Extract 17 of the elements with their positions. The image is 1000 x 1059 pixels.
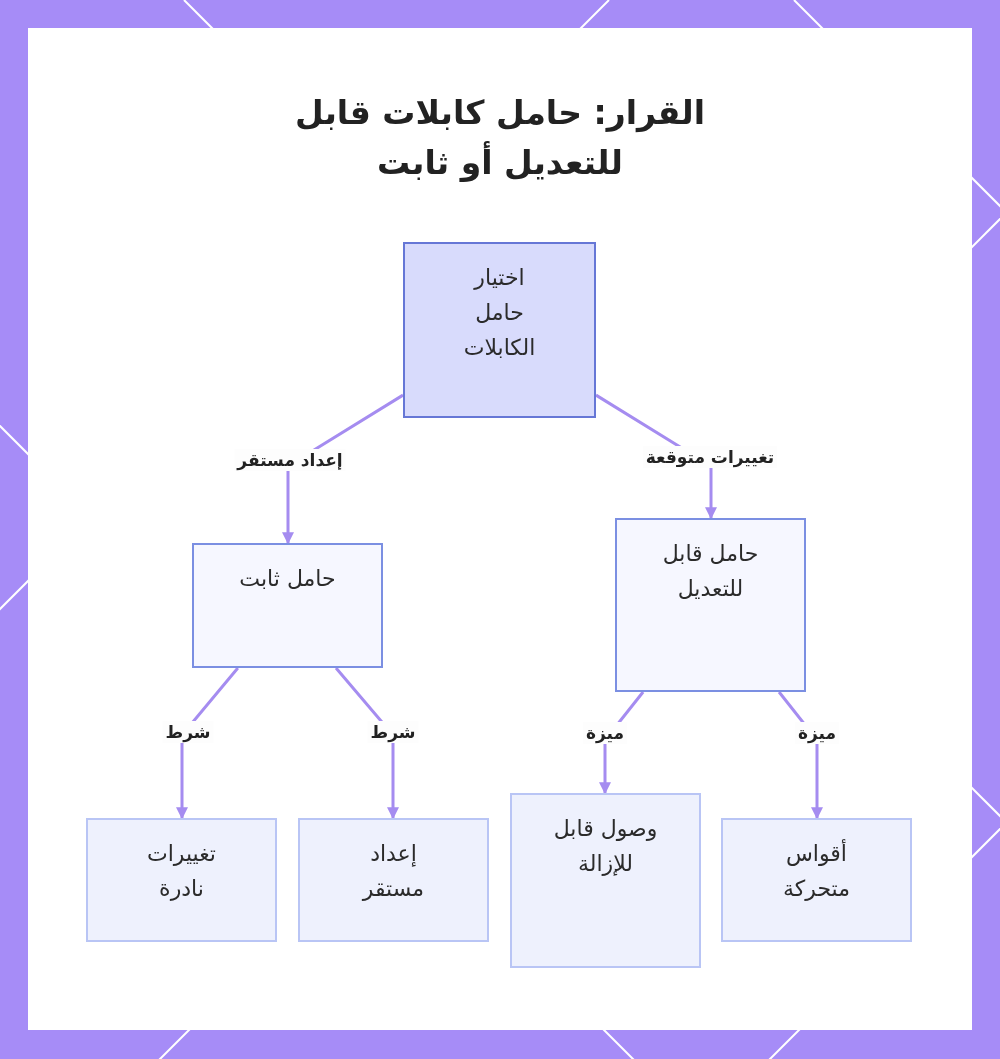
process-box — [615, 518, 806, 692]
node-label: إعداد مستقر — [360, 840, 426, 903]
process-box — [403, 242, 596, 418]
process-box — [86, 818, 277, 942]
diagram-title: القرار: حامل كابلات قابل للتعديل أو ثابت — [293, 92, 707, 184]
arrow — [334, 667, 399, 820]
node-label: اختيار حامل الكابلات — [462, 264, 537, 362]
node-label: حامل قابل للتعديل — [661, 540, 760, 603]
arrow — [176, 667, 239, 820]
process-box — [298, 818, 489, 942]
node-label: وصول قابل للإزالة — [552, 815, 659, 878]
node-label: أقواس متحركة — [782, 838, 851, 903]
node-label: تغييرات نادرة — [146, 840, 217, 903]
process-box — [721, 818, 912, 942]
process-box — [510, 793, 701, 968]
node-label: حامل ثابت — [238, 565, 337, 593]
process-box — [192, 543, 383, 668]
